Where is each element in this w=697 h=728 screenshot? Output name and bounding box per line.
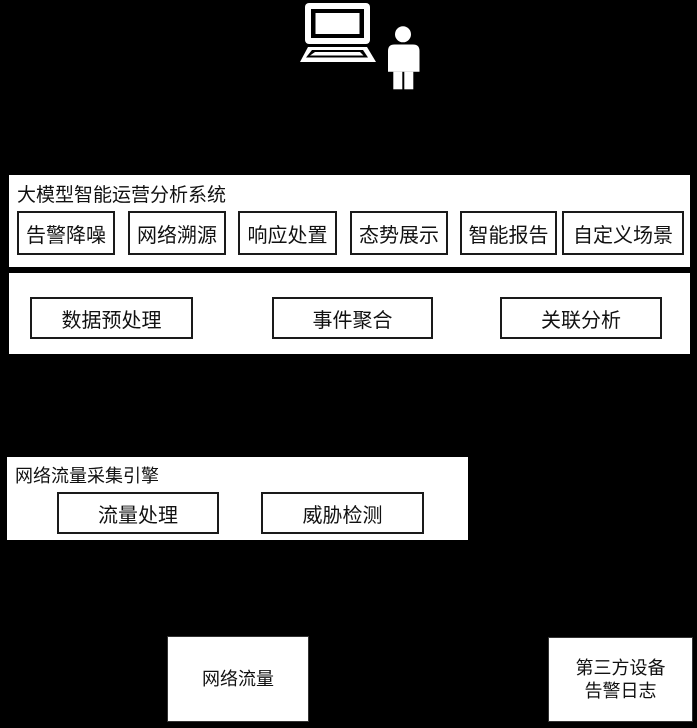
source-box-third-party-alarm-logs: 第三方设备 告警日志	[548, 637, 693, 722]
collection-engine-title: 网络流量采集引擎	[15, 466, 159, 487]
module-box-data-preprocessing: 数据预处理	[30, 297, 193, 339]
header-icons	[300, 3, 420, 90]
collection-engine-panel: 网络流量采集引擎 流量处理 威胁检测	[5, 455, 470, 542]
module-box-correlation-analysis: 关联分析	[500, 297, 662, 339]
module-box-event-aggregation: 事件聚合	[272, 297, 433, 339]
module-box-traffic-processing: 流量处理	[57, 492, 219, 534]
person-icon	[388, 26, 420, 90]
processing-panel: 数据预处理 事件聚合 关联分析	[7, 271, 692, 356]
function-box-alarm-noise-reduction: 告警降噪	[17, 211, 115, 255]
analysis-system-title: 大模型智能运营分析系统	[17, 184, 227, 206]
alarm-log-label: 告警日志	[584, 680, 657, 702]
third-party-device-label: 第三方设备	[575, 657, 666, 679]
laptop-icon	[300, 3, 376, 62]
network-traffic-label: 网络流量	[202, 668, 274, 690]
source-box-network-traffic: 网络流量	[167, 636, 309, 722]
function-box-situation-display: 态势展示	[350, 211, 448, 255]
function-box-custom-scenario: 自定义场景	[562, 211, 684, 255]
function-box-response-handling: 响应处置	[238, 211, 337, 255]
function-box-network-tracing: 网络溯源	[128, 211, 226, 255]
module-box-threat-detection: 威胁检测	[261, 492, 424, 534]
analysis-system-panel: 大模型智能运营分析系统 告警降噪 网络溯源 响应处置 态势展示 智能报告 自定义…	[7, 173, 692, 269]
function-box-intelligent-report: 智能报告	[460, 211, 557, 255]
